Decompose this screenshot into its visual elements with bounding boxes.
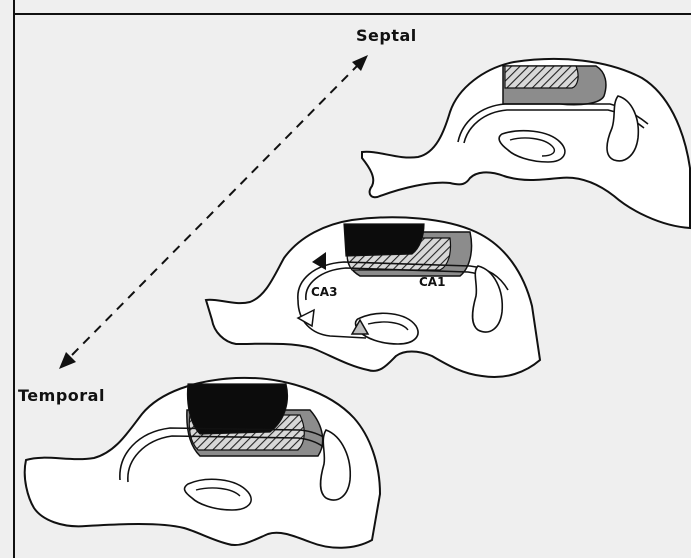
middle-black-region [344,224,424,256]
ca1-label: CA1 [419,275,445,289]
temporal-label: Temporal [18,386,105,405]
septal-hatched-region [505,66,578,88]
septal-label: Septal [356,26,417,45]
section-septal [362,59,690,228]
section-middle [206,217,540,377]
ca3-label: CA3 [311,285,337,299]
temporal-black-region [188,384,288,434]
